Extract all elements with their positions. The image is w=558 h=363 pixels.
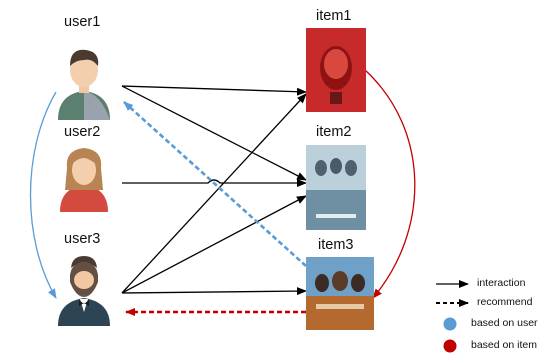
user2-label: user2 bbox=[64, 124, 101, 140]
item2-poster bbox=[306, 145, 366, 230]
edge-user1-item1 bbox=[121, 85, 307, 96]
item3-label: item3 bbox=[318, 237, 354, 253]
edge-user1-item2 bbox=[121, 85, 307, 181]
item1-label: item1 bbox=[316, 8, 352, 24]
legend-item-dot bbox=[443, 339, 457, 353]
item2-label: item2 bbox=[316, 124, 352, 140]
user1-avatar bbox=[58, 49, 110, 120]
user3-avatar bbox=[58, 256, 110, 326]
legend-based-on-user-label: based on user bbox=[471, 317, 538, 329]
legend-recommend-label: recommend bbox=[477, 296, 533, 308]
item-similarity-arc bbox=[364, 69, 416, 299]
recommend-user-based-arrow bbox=[123, 101, 307, 267]
legend-based-on-item-label: based on item bbox=[471, 339, 537, 351]
legend-interaction-label: interaction bbox=[477, 277, 526, 289]
user3-label: user3 bbox=[64, 231, 101, 247]
user2-avatar bbox=[60, 148, 108, 212]
edge-user2-item2 bbox=[122, 179, 307, 187]
interaction-edges bbox=[121, 85, 307, 296]
edge-user3-item3 bbox=[121, 287, 307, 296]
user1-label: user1 bbox=[64, 14, 101, 30]
edge-user3-item2 bbox=[121, 195, 307, 294]
item1-poster bbox=[306, 28, 366, 112]
legend-symbols bbox=[436, 280, 469, 353]
item3-poster bbox=[306, 257, 374, 330]
legend-user-dot bbox=[443, 317, 457, 331]
edge-user3-item1 bbox=[121, 93, 307, 294]
user-similarity-arc bbox=[29, 91, 57, 299]
